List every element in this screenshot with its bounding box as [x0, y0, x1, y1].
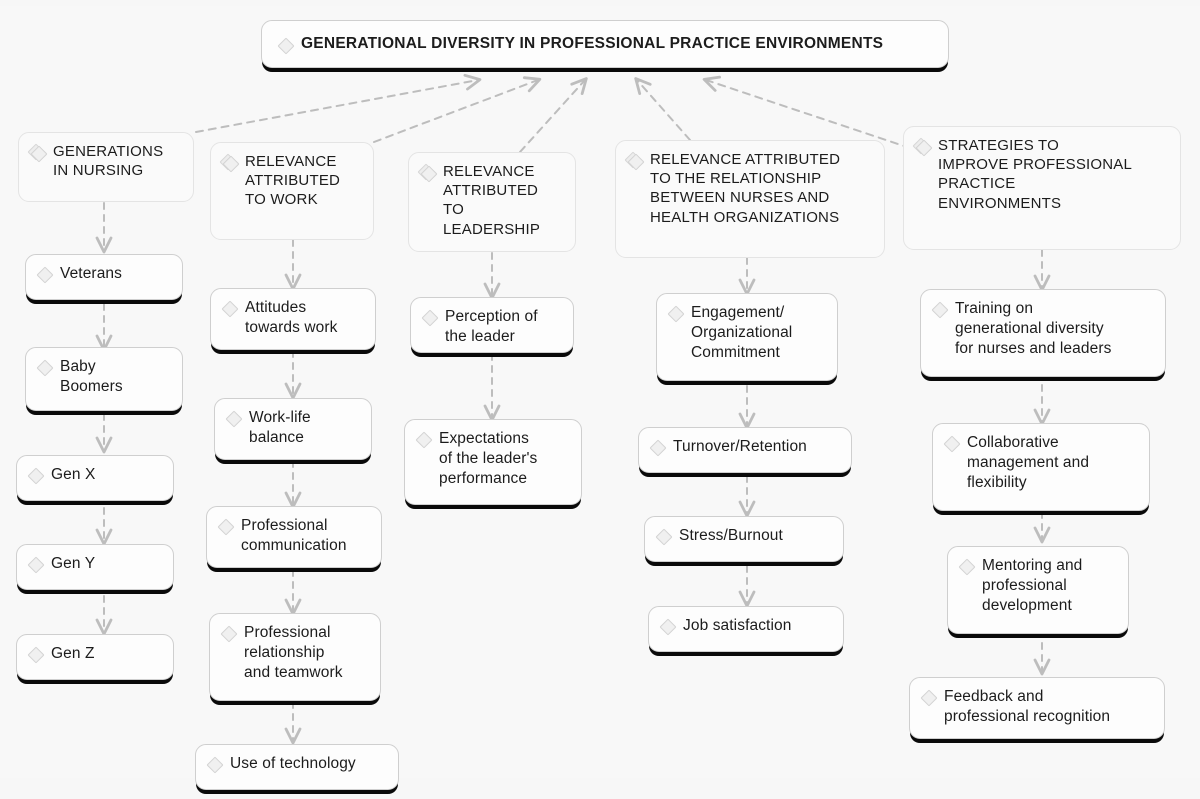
diamond-icon	[667, 305, 685, 323]
node-gen-y[interactable]: Gen Y	[16, 544, 174, 590]
branch-header-strategies[interactable]: STRATEGIES TO IMPROVE PROFESSIONAL PRACT…	[903, 126, 1181, 250]
double-diamond-icon	[27, 143, 48, 163]
diamond-icon	[421, 309, 439, 327]
node-label: Gen X	[51, 466, 96, 483]
root-title-label: GENERATIONAL DIVERSITY IN PROFESSIONAL P…	[301, 35, 884, 53]
diamond-icon	[27, 646, 45, 664]
node-label: Engagement/ Organizational Commitment	[691, 304, 793, 361]
branch-header-label: STRATEGIES TO IMPROVE PROFESSIONAL PRACT…	[938, 137, 1133, 212]
node-label: Mentoring and professional development	[982, 557, 1083, 614]
node-professional-communication[interactable]: Professional communication	[206, 506, 382, 568]
diamond-icon	[27, 556, 45, 574]
node-label: Job satisfaction	[683, 617, 792, 634]
node-turnover-retention[interactable]: Turnover/Retention	[638, 427, 852, 473]
node-job-satisfaction[interactable]: Job satisfaction	[648, 606, 844, 652]
diamond-icon	[655, 528, 673, 546]
double-diamond-icon	[624, 151, 645, 171]
diamond-icon	[920, 689, 938, 707]
node-expectations-leader-performance[interactable]: Expectations of the leader's performance	[404, 419, 582, 505]
diamond-icon	[649, 439, 667, 457]
diamond-icon	[221, 300, 239, 318]
node-gen-x[interactable]: Gen X	[16, 455, 174, 501]
node-baby-boomers[interactable]: Baby Boomers	[25, 347, 183, 411]
branch-header-label: GENERATIONS IN NURSING	[53, 143, 164, 180]
diamond-icon	[27, 467, 45, 485]
node-label: Professional communication	[241, 517, 347, 554]
node-gen-z[interactable]: Gen Z	[16, 634, 174, 680]
node-use-of-technology[interactable]: Use of technology	[195, 744, 399, 790]
node-mentoring-professional-development[interactable]: Mentoring and professional development	[947, 546, 1129, 634]
node-label: Attitudes towards work	[245, 299, 338, 336]
node-label: Use of technology	[230, 755, 356, 772]
diamond-icon	[943, 435, 961, 453]
node-engagement-organizational-commitment[interactable]: Engagement/ Organizational Commitment	[656, 293, 838, 381]
node-label: Perception of the leader	[445, 308, 538, 345]
node-collaborative-management-flexibility[interactable]: Collaborative management and flexibility	[932, 423, 1150, 511]
node-label: Stress/Burnout	[679, 527, 783, 544]
node-label: Turnover/Retention	[673, 438, 807, 455]
branch-header-nurses-health-organizations[interactable]: RELEVANCE ATTRIBUTED TO THE RELATIONSHIP…	[615, 140, 885, 258]
branch-header-label: RELEVANCE ATTRIBUTED TO THE RELATIONSHIP…	[650, 151, 841, 226]
node-training-generational-diversity[interactable]: Training on generational diversity for n…	[920, 289, 1166, 377]
node-label: Baby Boomers	[60, 358, 123, 395]
node-work-life-balance[interactable]: Work-life balance	[214, 398, 372, 460]
node-label: Training on generational diversity for n…	[955, 300, 1112, 357]
node-professional-relationship-teamwork[interactable]: Professional relationship and teamwork	[209, 613, 381, 701]
node-label: Gen Y	[51, 555, 96, 572]
diamond-icon	[958, 558, 976, 576]
node-label: Expectations of the leader's performance	[439, 430, 538, 487]
diamond-icon	[225, 410, 243, 428]
diamond-icon	[220, 625, 238, 643]
node-perception-of-the-leader[interactable]: Perception of the leader	[410, 297, 574, 353]
branch-header-label: RELEVANCE ATTRIBUTED TO WORK	[245, 153, 341, 209]
diamond-icon	[415, 431, 433, 449]
double-diamond-icon	[219, 153, 240, 173]
node-label: Veterans	[60, 265, 122, 282]
diamond-icon	[217, 518, 235, 536]
branch-header-relevance-leadership[interactable]: RELEVANCE ATTRIBUTED TO LEADERSHIP	[408, 152, 576, 252]
node-stress-burnout[interactable]: Stress/Burnout	[644, 516, 844, 562]
double-diamond-icon	[417, 163, 438, 183]
diamond-icon	[206, 756, 224, 774]
diamond-icon	[36, 266, 54, 284]
double-diamond-icon	[912, 137, 933, 157]
node-label: Work-life balance	[249, 409, 311, 446]
branch-header-relevance-work[interactable]: RELEVANCE ATTRIBUTED TO WORK	[210, 142, 374, 240]
node-veterans[interactable]: Veterans	[25, 254, 183, 300]
node-label: Gen Z	[51, 645, 95, 662]
diamond-icon	[36, 359, 54, 377]
node-label: Feedback and professional recognition	[944, 688, 1111, 725]
node-feedback-professional-recognition[interactable]: Feedback and professional recognition	[909, 677, 1165, 739]
node-label: Professional relationship and teamwork	[244, 624, 343, 681]
diamond-icon	[277, 37, 295, 55]
diamond-icon	[931, 301, 949, 319]
diamond-icon	[659, 618, 677, 636]
node-attitudes-towards-work[interactable]: Attitudes towards work	[210, 288, 376, 350]
branch-header-label: RELEVANCE ATTRIBUTED TO LEADERSHIP	[443, 163, 541, 238]
node-label: Collaborative management and flexibility	[967, 434, 1090, 491]
branch-header-generations-in-nursing[interactable]: GENERATIONS IN NURSING	[18, 132, 194, 202]
root-title-node[interactable]: GENERATIONAL DIVERSITY IN PROFESSIONAL P…	[261, 20, 949, 68]
